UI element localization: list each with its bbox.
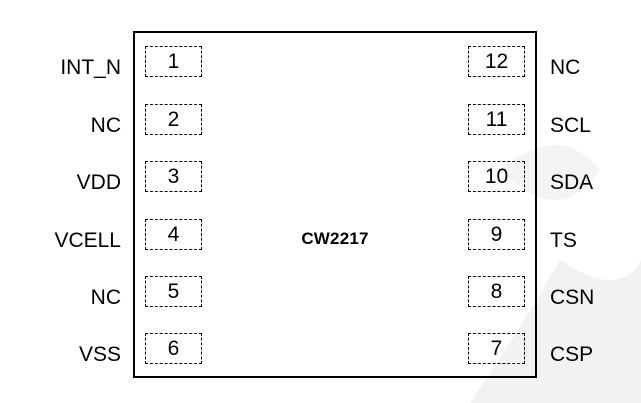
pin-label-11: SCL bbox=[550, 114, 591, 137]
pin-label-10: SDA bbox=[550, 171, 594, 194]
pin-label-4: VCELL bbox=[54, 229, 121, 252]
pin-box-12: 12 bbox=[468, 46, 525, 77]
pin-label-7: CSP bbox=[550, 343, 594, 366]
pin-box-6: 6 bbox=[145, 333, 202, 364]
pin-label-1: INT_N bbox=[60, 56, 121, 79]
pin-box-8: 8 bbox=[468, 276, 525, 307]
chip-body: CW2217 bbox=[133, 31, 537, 378]
pin-box-10: 10 bbox=[468, 161, 525, 192]
pin-label-12: NC bbox=[550, 56, 581, 79]
pin-box-5: 5 bbox=[145, 276, 202, 307]
pin-box-2: 2 bbox=[145, 104, 202, 135]
pin-label-6: VSS bbox=[78, 343, 121, 366]
pin-box-1: 1 bbox=[145, 46, 202, 77]
pin-label-5: NC bbox=[90, 286, 121, 309]
pin-label-9: TS bbox=[550, 229, 577, 252]
pin-label-2: NC bbox=[90, 114, 121, 137]
pin-label-3: VDD bbox=[76, 171, 121, 194]
pin-box-7: 7 bbox=[468, 333, 525, 364]
chip-name: CW2217 bbox=[301, 229, 369, 248]
pin-box-9: 9 bbox=[468, 219, 525, 250]
pin-box-11: 11 bbox=[468, 104, 525, 135]
pin-box-4: 4 bbox=[145, 219, 202, 250]
pin-box-3: 3 bbox=[145, 161, 202, 192]
pin-label-8: CSN bbox=[550, 286, 595, 309]
